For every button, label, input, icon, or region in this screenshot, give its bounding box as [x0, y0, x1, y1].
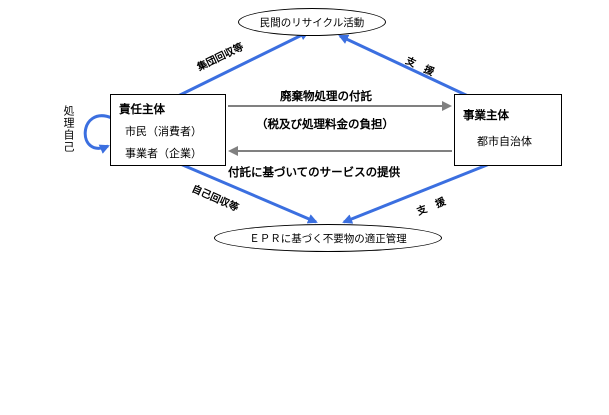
self-processing-col2: 処理 — [62, 105, 75, 129]
service-provider-title: 事業主体 — [463, 108, 509, 122]
epr-management-label: ＥＰＲに基づく不要物の適正管理 — [249, 232, 407, 245]
arrow-self-collection — [177, 161, 318, 224]
arrow-support-top — [338, 34, 469, 98]
municipality-label: 都市自治体 — [477, 135, 532, 148]
consignment-label: 廃棄物処理の付託 — [280, 89, 372, 103]
service-provision-label: 付託に基づいてのサービスの提供 — [228, 165, 401, 179]
self-loop-arrow — [83, 114, 113, 154]
private-recycling-label: 民間のリサイクル活動 — [259, 16, 365, 29]
self-processing-label: 自己 処理 — [62, 105, 75, 153]
service-provider-box: 事業主体 都市自治体 — [454, 94, 562, 166]
epr-management-ellipse: ＥＰＲに基づく不要物の適正管理 — [214, 224, 442, 252]
arrow-collective-collection — [177, 30, 310, 98]
self-processing-col1: 自己 — [62, 129, 75, 153]
arrow-support-bottom — [342, 161, 493, 224]
citizens-consumers-label: 市民（消費者） — [125, 125, 202, 138]
tax-and-fee-label: （税及び処理料金の負担） — [256, 117, 394, 131]
responsible-party-box: 責任主体 市民（消費者） 事業者（企業） — [110, 94, 226, 166]
businesses-companies-label: 事業者（企業） — [125, 147, 202, 160]
responsible-party-title: 責任主体 — [119, 102, 165, 116]
private-recycling-ellipse: 民間のリサイクル活動 — [238, 8, 386, 36]
